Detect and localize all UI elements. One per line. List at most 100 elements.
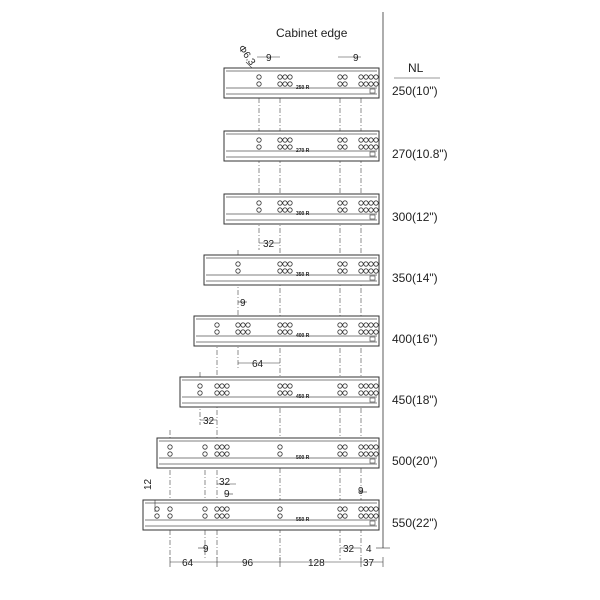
mounting-hole [363,207,369,213]
mounting-hole [368,451,374,457]
mounting-hole [277,383,283,389]
mounting-hole [368,322,374,328]
mounting-hole [337,329,343,335]
mounting-hole [373,513,379,519]
mounting-hole [337,506,343,512]
mounting-hole [342,383,348,389]
dim-64-400: 64 [252,359,264,370]
mounting-hole [358,383,364,389]
mounting-hole [337,261,343,267]
mounting-hole [342,390,348,396]
part-number-label: 500 R [296,455,310,461]
mounting-hole [277,329,283,335]
mounting-hole [277,513,283,519]
mounting-hole [277,144,283,150]
mounting-hole [245,329,251,335]
mounting-hole [282,322,288,328]
nl-label-1: 250(10") [392,84,438,98]
mounting-hole [154,506,160,512]
nl-label-2: 270(10.8") [392,147,448,161]
mounting-hole [202,513,208,519]
dim-9-400: 9 [240,298,246,309]
mounting-hole [373,506,379,512]
mounting-hole [363,74,369,80]
part-number-label: 270 R [296,148,310,154]
mounting-hole [368,74,374,80]
mounting-hole [337,268,343,274]
bottom-dim-64: 64 [182,558,194,569]
mounting-hole [256,200,262,206]
mounting-hole [224,506,230,512]
mounting-hole [240,322,246,328]
rail-stop-tab [369,275,376,281]
slide-rail-7: 500 R [156,437,380,469]
mounting-hole [282,144,288,150]
mounting-hole [373,268,379,274]
mounting-hole [337,383,343,389]
mounting-hole [282,200,288,206]
dim-32-450: 32 [203,416,215,427]
mounting-hole [277,200,283,206]
bottom-dim-32: 32 [343,544,355,555]
mounting-hole [373,329,379,335]
mounting-hole [277,74,283,80]
bottom-dim-128: 128 [308,558,325,569]
mounting-hole [368,81,374,87]
mounting-hole [373,383,379,389]
slide-rail-6: 450 R [179,376,380,408]
rail-stop-tab [369,520,376,526]
mounting-hole [287,268,293,274]
mounting-hole [368,261,374,267]
rail-stop-tab [369,88,376,94]
mounting-hole [373,444,379,450]
mounting-hole [197,390,203,396]
mounting-hole [373,81,379,87]
mounting-hole [282,383,288,389]
mounting-hole [287,329,293,335]
mounting-hole [337,144,343,150]
mounting-hole [342,261,348,267]
mounting-hole [363,383,369,389]
slide-rail-3: 300 R [223,193,380,225]
mounting-hole [214,513,220,519]
mounting-hole [363,144,369,150]
rail-stop-tab [369,151,376,157]
nl-label-8: 550(22") [392,516,438,530]
mounting-hole [256,137,262,143]
rail-stop-tab [369,397,376,403]
mounting-hole [277,137,283,143]
mounting-hole [373,200,379,206]
hole-diameter-label: Φ6.3 [236,43,258,68]
mounting-hole [224,390,230,396]
mounting-hole [363,81,369,87]
mounting-hole [358,200,364,206]
mounting-hole [368,200,374,206]
mounting-hole [337,322,343,328]
mounting-hole [214,329,220,335]
mounting-hole [363,261,369,267]
cabinet-edge-label: Cabinet edge [276,26,348,40]
mounting-hole [358,322,364,328]
mounting-hole [235,261,241,267]
mounting-hole [358,74,364,80]
mounting-hole [358,444,364,450]
mounting-hole [202,451,208,457]
nl-labels: 250(10")270(10.8")300(12")350(14")400(16… [392,84,448,530]
mounting-hole [277,322,283,328]
mounting-hole [235,329,241,335]
mounting-hole [342,329,348,335]
mounting-hole [342,137,348,143]
mounting-hole [256,144,262,150]
mounting-hole [219,383,225,389]
mounting-hole [358,207,364,213]
mounting-hole [235,322,241,328]
mounting-hole [358,137,364,143]
slide-rail-5: 400 R [193,315,380,347]
mounting-hole [197,383,203,389]
dim-9-550-right: 9 [358,486,364,497]
dim-32-550: 32 [219,477,231,488]
nl-label-7: 500(20") [392,454,438,468]
mounting-hole [373,322,379,328]
